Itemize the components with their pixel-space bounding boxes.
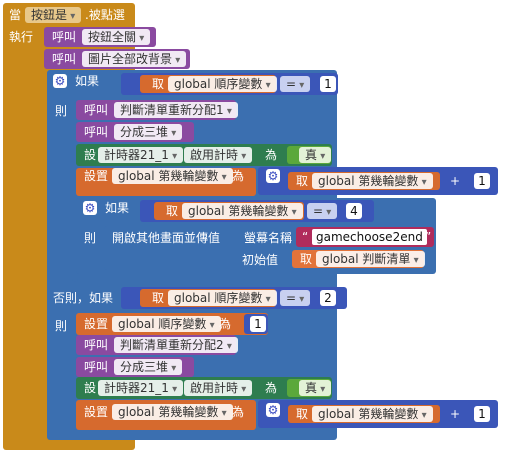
- number-input[interactable]: 1: [474, 173, 490, 189]
- get-label: 取: [296, 407, 309, 421]
- gear-icon[interactable]: ⚙: [266, 403, 280, 417]
- equals-dropdown[interactable]: =: [280, 76, 311, 92]
- to-label: 為: [232, 169, 245, 183]
- disable-all-dropdown[interactable]: 按鈕全關: [82, 29, 151, 45]
- to-label: 為: [265, 148, 278, 162]
- else-if-label: 否則，如果: [53, 291, 114, 305]
- order-var-dropdown[interactable]: global 順序變數: [112, 316, 221, 332]
- call-label: 呼叫: [84, 360, 109, 374]
- set-label: 設置: [84, 317, 109, 331]
- else-then-slot: [72, 314, 78, 430]
- number-input[interactable]: 2: [320, 290, 336, 306]
- round-var-dropdown[interactable]: global 第幾輪變數: [312, 173, 433, 189]
- number-input[interactable]: 1: [474, 406, 490, 422]
- then-label: 則: [84, 231, 97, 245]
- get-label: 取: [152, 291, 165, 305]
- call-label: 呼叫: [84, 125, 109, 139]
- get-label: 取: [296, 174, 309, 188]
- to-label: 為: [219, 317, 232, 331]
- to-label: 為: [232, 405, 245, 419]
- get-label: 取: [152, 77, 165, 91]
- equals-dropdown[interactable]: =: [307, 203, 338, 219]
- number-input[interactable]: 1: [320, 76, 336, 92]
- call-label: 呼叫: [84, 338, 109, 352]
- number-input[interactable]: 1: [250, 316, 266, 332]
- order-var-dropdown[interactable]: global 順序變數: [168, 290, 277, 306]
- then-label: 則: [55, 319, 68, 333]
- split-three-dropdown[interactable]: 分成三堆: [114, 124, 183, 140]
- screen-text-close-quote: ”: [425, 230, 432, 244]
- plus-label: +: [450, 407, 461, 421]
- timer-enabled-dropdown[interactable]: 啟用計時: [184, 147, 253, 163]
- number-input[interactable]: 4: [346, 203, 362, 219]
- gear-icon[interactable]: ⚙: [266, 169, 280, 183]
- event-component-dropdown[interactable]: 按鈕是: [25, 7, 82, 23]
- timer-dropdown[interactable]: 計時器21_1: [98, 380, 184, 396]
- call-label: 呼叫: [84, 103, 109, 117]
- screen-text-open-quote: “: [302, 230, 309, 244]
- equals-dropdown[interactable]: =: [280, 290, 311, 306]
- event-do-label: 執行: [9, 30, 34, 44]
- set-label: 設置: [84, 169, 109, 183]
- gear-icon[interactable]: ⚙: [83, 201, 97, 215]
- start-value-label: 初始值: [242, 253, 279, 267]
- screen-name-label: 螢幕名稱: [244, 231, 293, 245]
- event-name-label: .被點選: [85, 8, 125, 22]
- reshuffle-dropdown[interactable]: 判斷清單重新分配1: [114, 102, 238, 118]
- screen-text-input[interactable]: gamechoose2end: [312, 229, 427, 245]
- then-label: 則: [55, 104, 68, 118]
- true-dropdown[interactable]: 真: [299, 147, 332, 163]
- set-short-label: 設: [84, 381, 97, 395]
- set-label: 設置: [84, 405, 109, 419]
- timer-enabled-dropdown[interactable]: 啟用計時: [184, 380, 253, 396]
- call-label: 呼叫: [52, 52, 77, 66]
- event-statement-slot: [41, 26, 49, 435]
- round-var-dropdown[interactable]: global 第幾輪變數: [112, 168, 233, 184]
- open-screen-label: 開啟其他畫面並傳值: [112, 231, 221, 245]
- get-label: 取: [166, 204, 179, 218]
- round-var-dropdown[interactable]: global 第幾輪變數: [312, 406, 433, 422]
- if-label: 如果: [105, 201, 130, 215]
- to-label: 為: [265, 381, 278, 395]
- order-var-dropdown[interactable]: global 順序變數: [168, 76, 277, 92]
- gear-icon[interactable]: ⚙: [53, 74, 67, 88]
- set-short-label: 設: [84, 148, 97, 162]
- get-label: 取: [300, 252, 313, 266]
- event-when-label: 當: [9, 8, 22, 22]
- if-label: 如果: [75, 74, 100, 88]
- reshuffle-dropdown[interactable]: 判斷清單重新分配2: [114, 337, 238, 353]
- split-three-dropdown[interactable]: 分成三堆: [114, 359, 183, 375]
- if-then-slot: [72, 102, 78, 282]
- round-var-dropdown[interactable]: global 第幾輪變數: [112, 404, 233, 420]
- call-label: 呼叫: [52, 30, 77, 44]
- timer-dropdown[interactable]: 計時器21_1: [98, 147, 184, 163]
- change-bg-dropdown[interactable]: 圖片全部改背景: [82, 51, 187, 67]
- plus-label: +: [450, 174, 461, 188]
- true-dropdown[interactable]: 真: [299, 380, 332, 396]
- round-var-dropdown[interactable]: global 第幾輪變數: [182, 203, 303, 219]
- judge-list-dropdown[interactable]: global 判斷清單: [316, 251, 425, 267]
